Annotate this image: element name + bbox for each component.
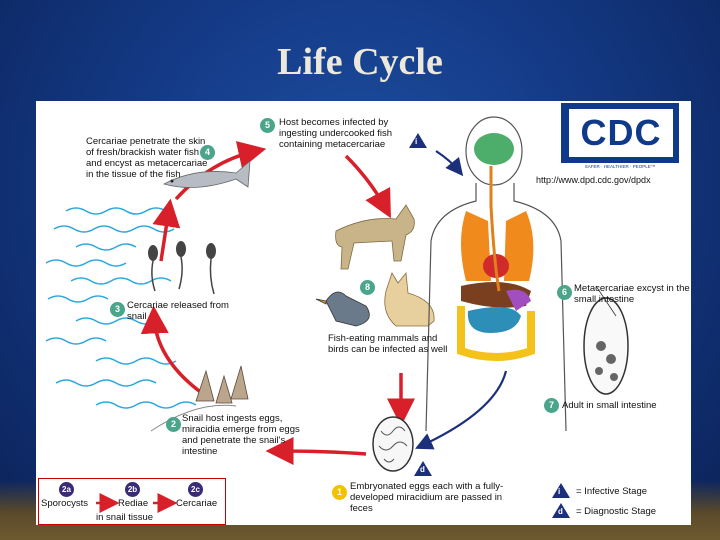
snail-stage-arrows (96, 493, 178, 513)
step-8-label: Fish-eating mammals and birds can be inf… (328, 333, 448, 355)
badge-step-2: 2 (166, 417, 181, 432)
water-waves (45, 207, 197, 409)
stage-rediae: Rediae (118, 498, 149, 509)
stomach-organ (506, 289, 531, 311)
diagnostic-marker: d (414, 461, 432, 476)
step-6-label: Metacercariae excyst in the small intest… (574, 283, 690, 305)
cdc-logo: CDC SAFER · HEALTHIER · PEOPLE™ (561, 103, 687, 173)
step-3-label: Cercariae released from snail (127, 300, 229, 322)
legend-diagnostic-icon: d (552, 503, 570, 518)
diagram-drawing (45, 116, 629, 472)
stage-sporocysts: Sporocysts (41, 498, 88, 509)
stage-cercariae: Cercariae (176, 498, 218, 509)
arrow-3-to-4 (152, 198, 181, 262)
badge-step-4: 4 (200, 145, 215, 160)
legend-diagnostic-text: = Diagnostic Stage (576, 506, 657, 517)
human-figure (425, 116, 567, 432)
snails-drawing (195, 365, 249, 404)
step-1-label: Embryonated eggs each with a fully-devel… (350, 481, 504, 514)
arrow-1-to-2 (265, 437, 367, 466)
large-intestine (457, 306, 535, 361)
badge-2a: 2a (59, 482, 74, 497)
arrow-4-to-5 (174, 141, 267, 201)
badge-step-7: 7 (544, 398, 559, 413)
snail-tissue-caption: in snail tissue (96, 512, 154, 523)
step-2-label: Snail host ingests eggs, miracidia emerg… (182, 413, 300, 457)
dog-drawing (335, 204, 415, 270)
arrow-to-host (435, 150, 464, 177)
right-lung (504, 211, 534, 281)
bird-drawing (315, 291, 370, 327)
step-5-label: Host becomes infected by ingesting under… (279, 117, 393, 150)
adult-worm-drawing (583, 285, 629, 395)
fish-drawing (162, 160, 251, 188)
legend-infective-text: = Infective Stage (576, 486, 648, 497)
esophagus (489, 166, 501, 292)
arrow-2-to-3 (140, 305, 208, 398)
cercariae-drawing (148, 241, 216, 295)
cdc-logo-text: CDC (569, 109, 673, 157)
cat-drawing (384, 271, 435, 327)
badge-2b: 2b (125, 482, 140, 497)
legend-infective-icon: i (552, 483, 570, 498)
badge-step-5: 5 (260, 118, 275, 133)
badge-step-1: 1 (332, 485, 347, 500)
badge-2c: 2c (188, 482, 203, 497)
step-4-label: Cercariae penetrate the skin of fresh/br… (86, 136, 208, 180)
egg-drawing (372, 416, 414, 472)
cdc-url: http://www.dpd.cdc.gov/dpdx (536, 175, 651, 185)
life-cycle-diagram: CDC SAFER · HEALTHIER · PEOPLE™ http://w… (36, 101, 691, 525)
slide-title: Life Cycle (277, 41, 443, 83)
cdc-tagline: SAFER · HEALTHIER · PEOPLE™ (584, 164, 656, 169)
small-intestine (467, 307, 521, 333)
step-7-label: Adult in small intestine (562, 400, 657, 411)
badge-step-8: 8 (360, 280, 375, 295)
badge-step-6: 6 (557, 285, 572, 300)
arrow-host-to-egg (415, 370, 508, 450)
snail-curve (150, 404, 237, 432)
infective-marker: i (409, 133, 427, 148)
arrow-5-to-8 (344, 154, 391, 219)
brain-organ (474, 133, 514, 165)
badge-step-3: 3 (110, 302, 125, 317)
